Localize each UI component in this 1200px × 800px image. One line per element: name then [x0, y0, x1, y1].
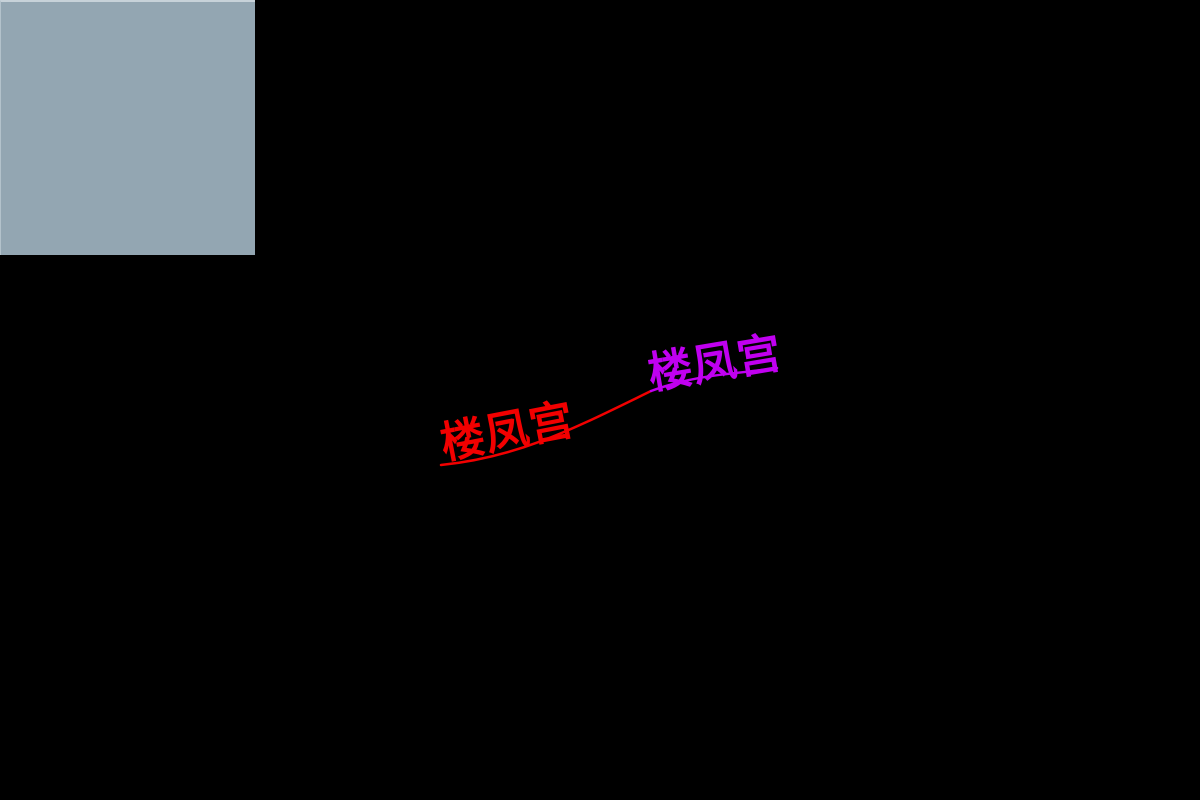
image-placeholder: [0, 0, 255, 255]
swoosh-underline-purple: [649, 366, 779, 393]
logo-text-purple: 楼凤宫: [644, 327, 786, 400]
logo-text-red: 楼凤宫: [436, 394, 578, 470]
swoosh-underline-red: [439, 389, 653, 467]
